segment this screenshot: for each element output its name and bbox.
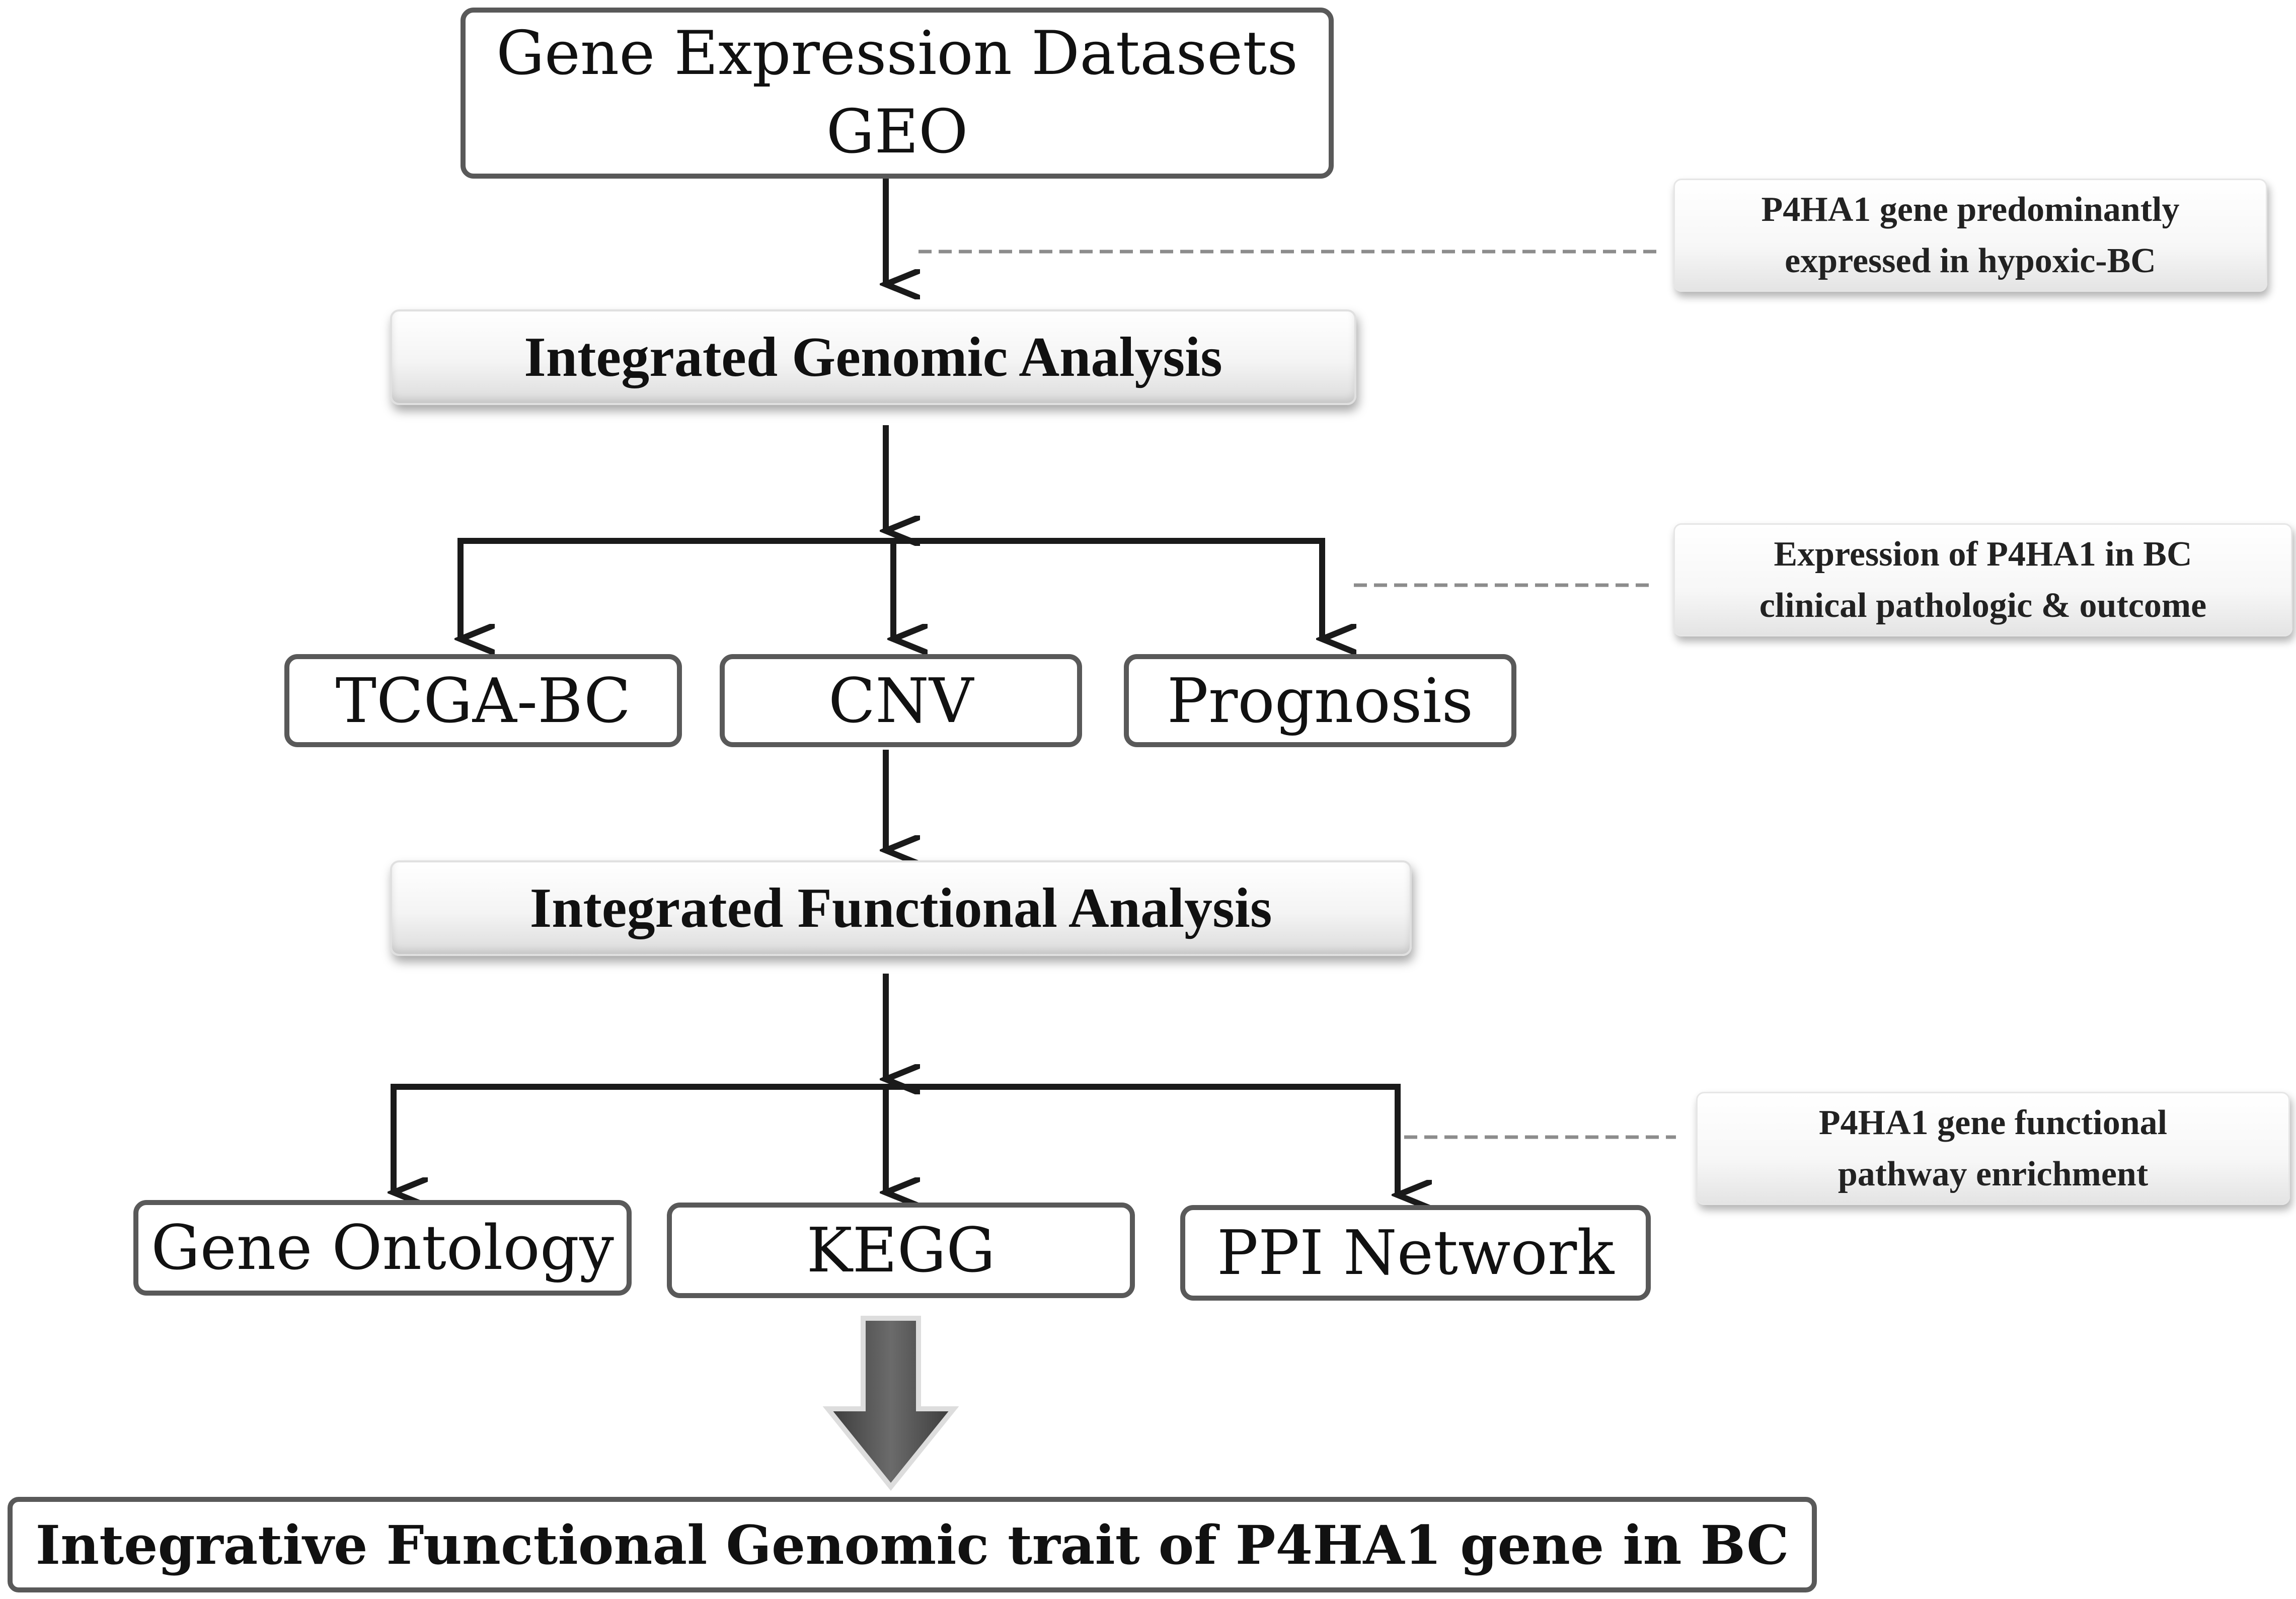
note-pathway-enrichment: P4HA1 gene functional pathway enrichment — [1696, 1092, 2290, 1205]
note-pathway-line-2: pathway enrichment — [1838, 1154, 2149, 1193]
prognosis-box: Prognosis — [1124, 654, 1516, 747]
prognosis-label: Prognosis — [1167, 665, 1474, 737]
cnv-label: CNV — [828, 665, 974, 737]
cnv-box: CNV — [720, 654, 1082, 747]
note-clinical-line-2: clinical pathologic & outcome — [1759, 586, 2207, 625]
geo-source-label: GEO — [826, 97, 968, 167]
integrated-genomic-analysis-box: Integrated Genomic Analysis — [390, 309, 1356, 405]
note-hypoxic-line-1: P4HA1 gene predominantly — [1761, 190, 2180, 229]
gene-ontology-box: Gene Ontology — [133, 1200, 632, 1296]
kegg-label: KEGG — [806, 1215, 996, 1286]
integrated-functional-analysis-label: Integrated Functional Analysis — [529, 876, 1272, 939]
big-arrow-to-final — [822, 1316, 959, 1491]
final-trait-box: Integrative Functional Genomic trait of … — [8, 1497, 1817, 1592]
tcga-bc-label: TCGA-BC — [335, 665, 631, 737]
note-clinical-line-1: Expression of P4HA1 in BC — [1774, 535, 2192, 574]
note-hypoxic-line-2: expressed in hypoxic-BC — [1785, 241, 2156, 280]
ppi-network-label: PPI Network — [1216, 1217, 1615, 1289]
ppi-network-box: PPI Network — [1180, 1205, 1651, 1301]
geo-datasets-label: Gene Expression Datasets — [496, 19, 1298, 89]
note-hypoxic-expression: P4HA1 gene predominantly expressed in hy… — [1673, 179, 2267, 292]
geo-datasets-box: Gene Expression Datasets GEO — [461, 8, 1334, 179]
gene-ontology-label: Gene Ontology — [151, 1212, 614, 1284]
integrated-functional-analysis-box: Integrated Functional Analysis — [390, 860, 1412, 956]
integrated-genomic-analysis-label: Integrated Genomic Analysis — [524, 326, 1222, 388]
note-clinical-outcome: Expression of P4HA1 in BC clinical patho… — [1673, 523, 2292, 636]
tcga-bc-box: TCGA-BC — [284, 654, 682, 747]
kegg-box: KEGG — [667, 1203, 1135, 1298]
final-trait-label: Integrative Functional Genomic trait of … — [35, 1513, 1789, 1576]
note-pathway-line-1: P4HA1 gene functional — [1818, 1103, 2168, 1142]
